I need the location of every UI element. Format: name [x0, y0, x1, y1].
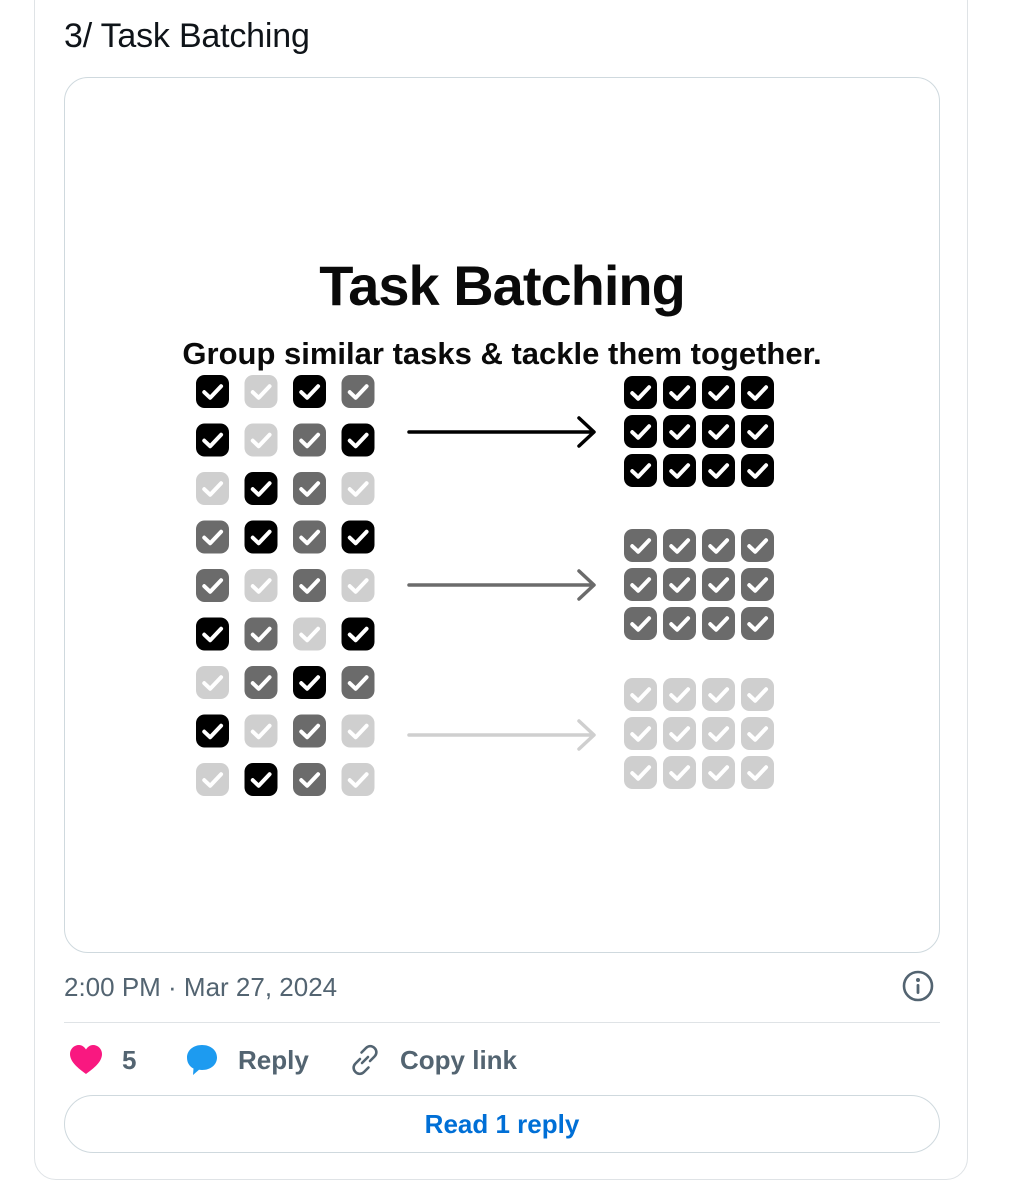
- image-title: Task Batching: [319, 254, 686, 317]
- batch-checkbox-dark: [663, 454, 696, 487]
- link-icon: [352, 1044, 378, 1076]
- batch-checkbox-dark: [702, 454, 735, 487]
- batch-checkbox-dark: [741, 376, 774, 409]
- batch-checkbox-mid: [624, 607, 657, 640]
- checkbox-mid: [293, 714, 326, 748]
- batch-checkbox-mid: [741, 529, 774, 562]
- checkbox-light: [196, 472, 229, 505]
- heart-icon: [70, 1045, 102, 1074]
- batch-checkbox-mid: [702, 568, 735, 601]
- checkbox-light: [244, 375, 278, 408]
- tweet-image[interactable]: Task Batching Group similar tasks & tack…: [64, 77, 940, 953]
- batch-checkbox-mid: [624, 568, 657, 601]
- checkbox-mid: [293, 423, 326, 457]
- divider: [64, 1022, 940, 1023]
- batch-checkbox-light: [702, 717, 735, 750]
- checkbox-light: [341, 763, 375, 796]
- arrow-light: [407, 719, 596, 751]
- batch-checkbox-dark: [702, 415, 735, 448]
- checkbox-dark: [244, 472, 278, 505]
- batch-checkbox-mid: [663, 607, 696, 640]
- batch-checkbox-dark: [702, 376, 735, 409]
- batch-checkbox-light: [624, 717, 657, 750]
- image-subtitle: Group similar tasks & tackle them togeth…: [182, 336, 822, 371]
- checkbox-dark: [196, 714, 229, 748]
- timestamp-row: 2:00 PM · Mar 27, 2024: [64, 966, 940, 1008]
- batch-checkbox-mid: [663, 529, 696, 562]
- read-replies-button[interactable]: Read 1 reply: [64, 1095, 940, 1153]
- checkbox-mid: [341, 375, 375, 408]
- batch-checkbox-dark: [741, 454, 774, 487]
- batch-checkbox-mid: [741, 568, 774, 601]
- checkbox-mid: [244, 617, 278, 651]
- batch-checkbox-dark: [624, 415, 657, 448]
- tweet-actions: 5 Reply Copy link: [64, 1036, 940, 1084]
- batch-checkbox-light: [624, 678, 657, 711]
- checkbox-mid: [293, 520, 326, 554]
- batch-checkbox-dark: [624, 376, 657, 409]
- checkbox-mid: [244, 666, 278, 699]
- checkbox-dark: [196, 617, 229, 651]
- checkbox-mid: [196, 520, 229, 554]
- checkbox-mid: [196, 569, 229, 602]
- batch-checkbox-light: [624, 756, 657, 789]
- checkbox-mid: [293, 763, 326, 796]
- checkbox-light: [196, 666, 229, 699]
- tweet-text: 3/ Task Batching: [64, 17, 310, 55]
- checkbox-light: [244, 569, 278, 602]
- arrow-dark: [407, 416, 596, 448]
- batch-checkbox-light: [741, 756, 774, 789]
- read-replies-label: Read 1 reply: [424, 1108, 580, 1139]
- checkbox-light: [244, 423, 278, 457]
- checkbox-light: [244, 714, 278, 748]
- tweet-timestamp[interactable]: 2:00 PM · Mar 27, 2024: [64, 972, 338, 1002]
- checkbox-mid: [341, 666, 375, 699]
- checkbox-light: [196, 763, 229, 796]
- checkbox-dark: [196, 375, 229, 408]
- batch-checkbox-mid: [702, 607, 735, 640]
- copy-link-button[interactable]: Copy link: [348, 1036, 517, 1084]
- checkbox-dark: [244, 763, 278, 796]
- checkbox-light: [341, 472, 375, 505]
- checkbox-dark: [196, 423, 229, 457]
- reply-button[interactable]: Reply: [184, 1036, 309, 1084]
- batch-checkbox-dark: [741, 415, 774, 448]
- checkbox-dark: [244, 520, 278, 554]
- checkbox-light: [341, 714, 375, 748]
- info-icon[interactable]: [902, 970, 934, 1002]
- checkbox-dark: [341, 520, 375, 554]
- checkbox-mid: [293, 569, 326, 602]
- checkbox-dark: [341, 423, 375, 457]
- batch-checkbox-light: [702, 678, 735, 711]
- batch-checkbox-mid: [663, 568, 696, 601]
- batch-checkbox-mid: [702, 529, 735, 562]
- arrow-mid: [407, 569, 596, 601]
- reply-label: Reply: [238, 1044, 309, 1075]
- copy-link-label: Copy link: [400, 1044, 518, 1075]
- batch-checkbox-light: [663, 678, 696, 711]
- checkbox-light: [293, 617, 326, 651]
- batch-checkbox-light: [663, 756, 696, 789]
- checkbox-dark: [293, 666, 326, 699]
- batch-checkbox-light: [741, 678, 774, 711]
- checkbox-light: [341, 569, 375, 602]
- batch-checkbox-mid: [624, 529, 657, 562]
- like-button[interactable]: 5: [68, 1036, 136, 1084]
- batch-checkbox-dark: [624, 454, 657, 487]
- batch-checkbox-dark: [663, 415, 696, 448]
- like-count: 5: [122, 1044, 137, 1075]
- batch-checkbox-mid: [741, 607, 774, 640]
- batch-checkbox-light: [741, 717, 774, 750]
- batching-illustration: [196, 375, 774, 796]
- checkbox-dark: [341, 617, 375, 651]
- checkbox-mid: [293, 472, 326, 505]
- speech-bubble-icon: [187, 1045, 217, 1075]
- batch-checkbox-light: [663, 717, 696, 750]
- checkbox-dark: [293, 375, 326, 408]
- batch-checkbox-light: [702, 756, 735, 789]
- batch-checkbox-dark: [663, 376, 696, 409]
